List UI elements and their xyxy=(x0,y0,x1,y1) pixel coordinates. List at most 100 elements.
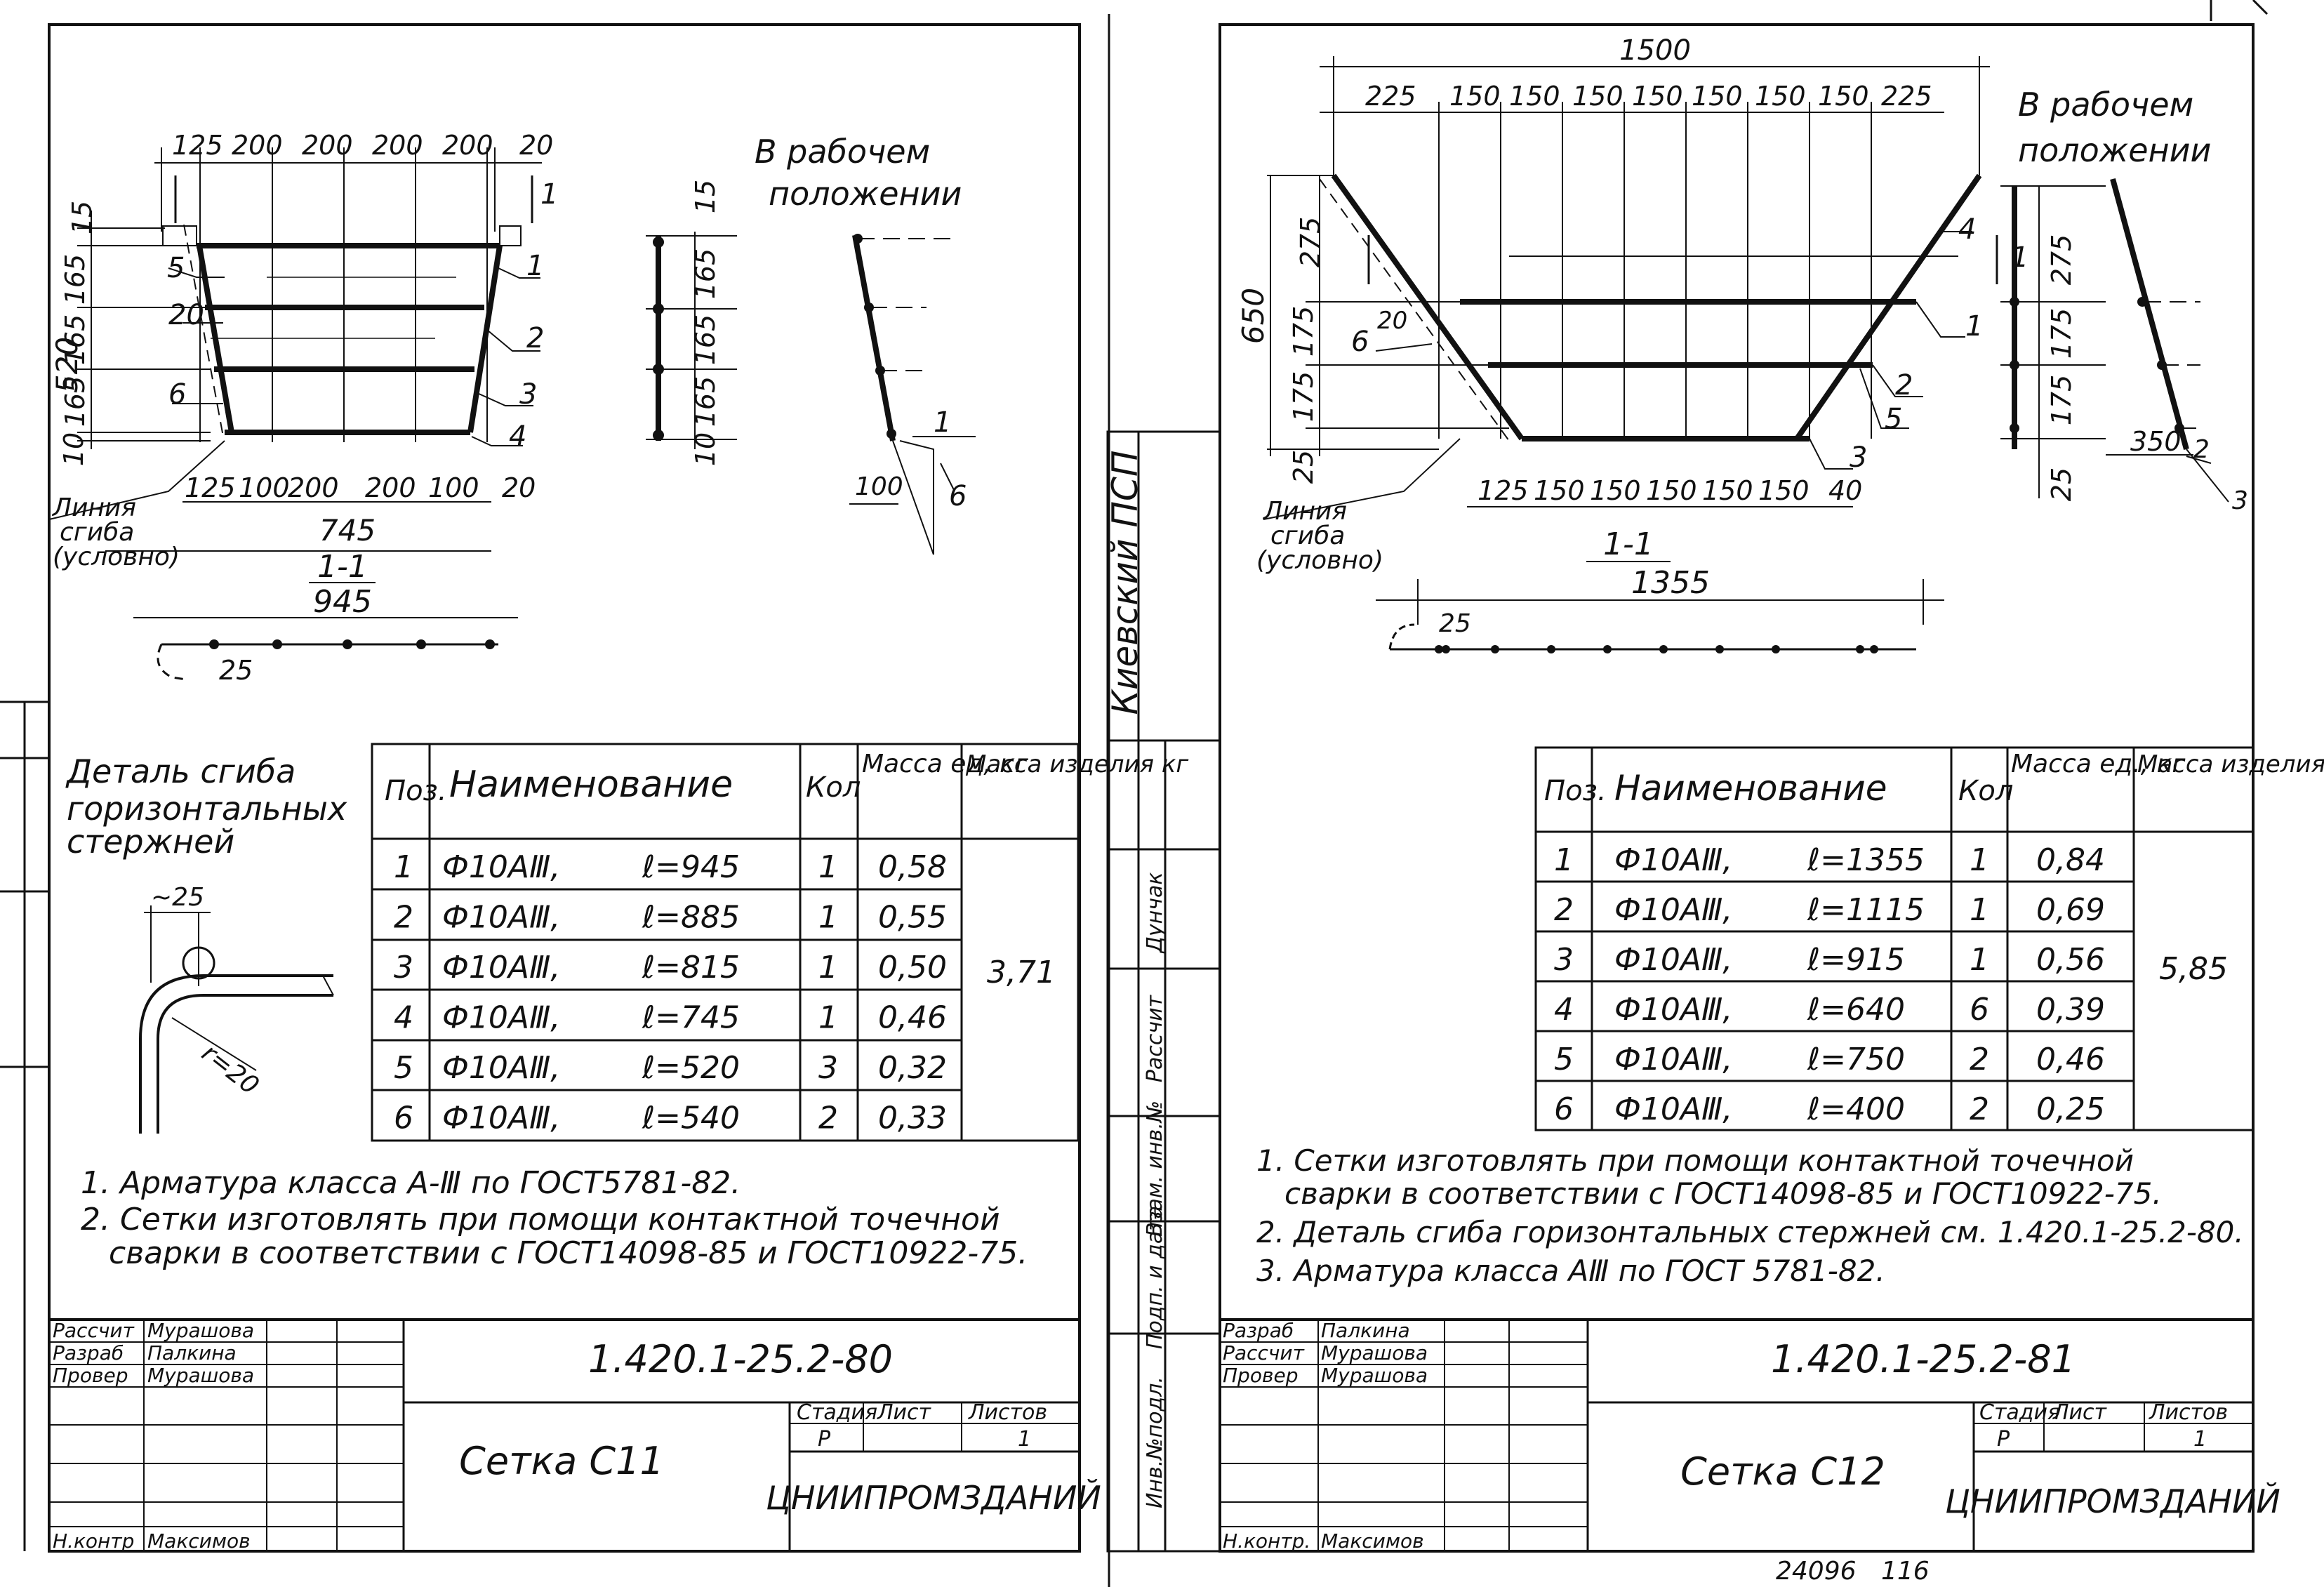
right-section-label: 1-1 xyxy=(1603,526,1654,562)
right-side-view xyxy=(2000,185,2106,498)
left-table-length: ℓ=520 xyxy=(642,1050,740,1086)
left-table-name: Ф10АⅢ, xyxy=(442,1050,560,1086)
left-table-mass: 0,55 xyxy=(878,900,947,936)
right-org: ЦНИИПРОМЗДАНИЙ xyxy=(1945,1482,2280,1520)
left-edge-ticks xyxy=(0,700,49,1551)
left-note: 2. Сетки изготовлять при помощи контактн… xyxy=(81,1202,1000,1237)
left-working-dim: 100 xyxy=(855,472,903,501)
left-sheets-header: Листов xyxy=(968,1400,1047,1425)
right-title-name: Палкина xyxy=(1321,1319,1410,1342)
margin-row: Инв.№подл. xyxy=(1143,1376,1167,1508)
right-table-pos: 4 xyxy=(1554,992,1574,1028)
right-title-role: Разраб xyxy=(1223,1319,1294,1342)
left-dim-25: 25 xyxy=(219,655,253,686)
left-detail-title: горизонтальных xyxy=(67,790,347,828)
right-table-header: Масса изделия, кг xyxy=(2137,750,2324,778)
left-bottom-dim: 100 xyxy=(428,472,479,503)
left-total-height-dim: 520 xyxy=(50,337,84,393)
right-callout-20: 20 xyxy=(1377,307,1407,335)
footer-number: 116 xyxy=(1881,1557,1930,1586)
left-title-role: Разраб xyxy=(53,1341,124,1364)
right-table-mass: 0,25 xyxy=(2036,1091,2105,1127)
right-sheet-header: Лист xyxy=(2052,1400,2108,1425)
right-vert-dim: 25 xyxy=(1288,450,1319,484)
left-callout: 5 xyxy=(167,252,185,284)
left-vert-dim: 10 xyxy=(58,432,89,466)
right-bottom-dim: 150 xyxy=(1646,475,1697,506)
left-table-pos: 6 xyxy=(394,1101,413,1136)
margin-strip xyxy=(1106,430,1221,1553)
right-doc-code: 1.420.1-25.2-81 xyxy=(1771,1337,2076,1381)
left-table-name: Ф10АⅢ, xyxy=(442,900,560,936)
right-table-mass: 0,46 xyxy=(2036,1042,2105,1077)
left-bottom-dim: 20 xyxy=(502,472,536,503)
right-top-dim: 150 xyxy=(1818,81,1869,112)
right-bottom-dim: 150 xyxy=(1702,475,1753,506)
right-title-block xyxy=(1219,1318,2255,1553)
right-table-length: ℓ=750 xyxy=(1807,1042,1905,1077)
left-title-name: Мурашова xyxy=(147,1319,254,1342)
left-side-dim: 10 xyxy=(690,432,721,466)
right-fold-line-label: сгиба xyxy=(1270,522,1345,550)
right-table-mass: 0,69 xyxy=(2036,892,2105,928)
left-title-role: Рассчит xyxy=(53,1319,135,1342)
right-table-name: Ф10АⅢ, xyxy=(1614,842,1732,878)
left-detail-title: стержней xyxy=(67,823,234,861)
right-table-pos: 2 xyxy=(1554,892,1574,928)
left-side-dim: 15 xyxy=(690,180,721,213)
left-vert-dim: 165 xyxy=(60,314,91,366)
right-fold-line-label: (условно) xyxy=(1256,546,1383,575)
left-sheet-header: Лист xyxy=(877,1400,932,1425)
left-table-pos: 2 xyxy=(394,900,413,936)
right-callout: 1 xyxy=(1965,310,1983,343)
right-table-name: Ф10АⅢ, xyxy=(1614,892,1732,928)
right-section-mark: 1 xyxy=(2011,241,2028,274)
left-fold-line-label: сгиба xyxy=(60,518,134,547)
left-bottom-dim: 200 xyxy=(365,472,416,503)
left-title-name: Мурашова xyxy=(147,1364,254,1387)
right-table-length: ℓ=915 xyxy=(1807,942,1905,978)
left-table-pos: 1 xyxy=(394,849,413,885)
left-spec-table xyxy=(371,743,1080,1142)
left-callout: 6 xyxy=(168,378,186,411)
right-mesh-plan xyxy=(1263,56,1998,653)
right-table-qty: 1 xyxy=(1970,842,1989,878)
right-top-dim: 225 xyxy=(1365,81,1416,112)
right-table-mass: 0,39 xyxy=(2036,992,2105,1028)
right-working-position xyxy=(2106,178,2229,503)
margin-row: Дунчак xyxy=(1143,872,1167,954)
left-table-mass: 0,32 xyxy=(878,1050,947,1086)
right-bottom-dim: 40 xyxy=(1828,475,1862,506)
right-top-dim: 150 xyxy=(1449,81,1501,112)
right-table-pos: 1 xyxy=(1554,842,1574,878)
right-spec-table xyxy=(1534,746,2255,1131)
left-table-pos: 4 xyxy=(394,1000,413,1036)
right-side-dim: 175 xyxy=(2046,375,2077,426)
right-table-name: Ф10АⅢ, xyxy=(1614,942,1732,978)
left-working-label: положении xyxy=(769,175,962,213)
left-section-label: 1-1 xyxy=(317,549,368,585)
right-working-dim: 350 xyxy=(2130,426,2182,457)
right-table-length: ℓ=640 xyxy=(1807,992,1905,1028)
left-table-name: Ф10АⅢ, xyxy=(442,950,560,985)
left-bottom-dim: 200 xyxy=(288,472,339,503)
right-side-dim: 25 xyxy=(2046,467,2077,501)
right-table-qty: 6 xyxy=(1970,992,1989,1028)
right-total-height-dim: 650 xyxy=(1236,288,1270,344)
right-title-name: Максимов xyxy=(1321,1529,1424,1553)
left-side-dim: 165 xyxy=(690,248,721,300)
left-top-dim: 200 xyxy=(302,130,353,161)
right-callout: 2 xyxy=(1895,369,1913,401)
left-fold-line-label: Линия xyxy=(51,493,136,522)
right-working-label: положении xyxy=(2018,131,2211,169)
left-vert-dim: 165 xyxy=(60,254,91,305)
right-table-mass: 0,56 xyxy=(2036,942,2105,978)
left-vert-dim: 165 xyxy=(60,376,91,427)
right-dim-1355: 1355 xyxy=(1631,565,1710,601)
right-note: сварки в соответствии с ГОСТ14098-85 и Г… xyxy=(1284,1176,2162,1211)
left-bottom-dim: 100 xyxy=(239,472,290,503)
right-dim-25: 25 xyxy=(1439,609,1471,638)
left-table-header: Кол xyxy=(806,771,861,804)
left-dim-945: 945 xyxy=(313,584,372,620)
right-table-total-mass: 5,85 xyxy=(2159,951,2228,987)
